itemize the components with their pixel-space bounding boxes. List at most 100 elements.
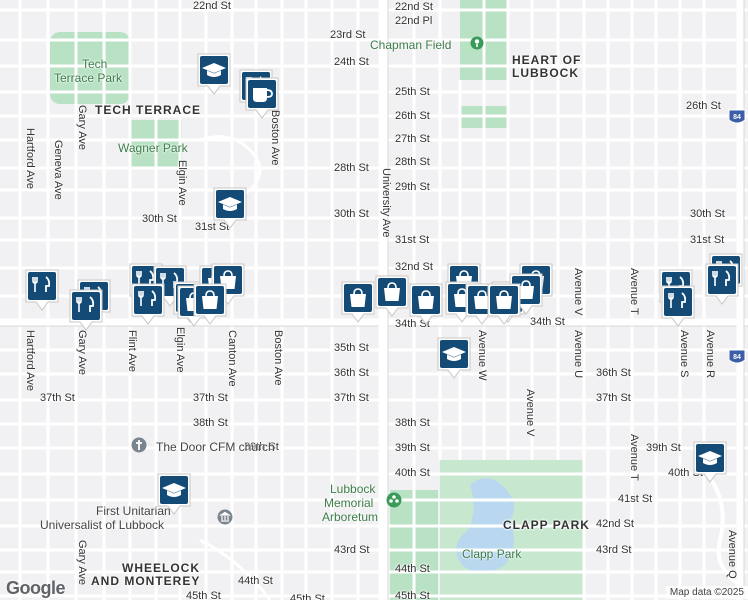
school-icon	[437, 337, 471, 379]
street-label: 37th St	[193, 392, 228, 404]
street-label-vertical: Elgin Ave	[176, 160, 188, 206]
arboretum-marker[interactable]	[386, 492, 402, 508]
street-label: 39th St	[395, 442, 430, 454]
street-label: 31st St	[690, 234, 725, 246]
shopping-pin[interactable]	[340, 280, 376, 324]
neighborhood-label: AND MONTEREY	[91, 574, 201, 588]
shopping-icon	[341, 281, 375, 323]
street-label: 37th St	[40, 392, 75, 404]
street-label-vertical: Hartford Ave	[24, 128, 36, 189]
street-label-vertical: University Ave	[380, 168, 392, 238]
neighborhood-label: TECH TERRACE	[95, 103, 202, 117]
restaurant-pin[interactable]	[704, 262, 740, 306]
street-label-vertical: Canton Ave	[226, 330, 238, 387]
street-label: 30th St	[334, 208, 369, 220]
street-label: 30th St	[690, 208, 725, 220]
park-label: Chapman Field	[370, 38, 452, 52]
chapman-field-marker[interactable]	[470, 36, 484, 50]
park-label: Terrace Park	[54, 71, 123, 85]
school-pin[interactable]	[156, 472, 192, 516]
southwest-curve	[199, 538, 272, 600]
svg-text:84: 84	[733, 354, 741, 361]
neighborhood-label: WHEELOCK	[122, 561, 200, 575]
street-label: 45th St	[186, 590, 221, 600]
street-label-vertical: Flint Ave	[126, 330, 138, 372]
street-label: 26th St	[686, 100, 721, 112]
museum-icon[interactable]	[217, 509, 233, 525]
street-label: 29th St	[395, 181, 430, 193]
street-label: 31st St	[195, 221, 230, 233]
street-label: 23rd St	[330, 29, 366, 41]
cafe-pin[interactable]	[244, 76, 280, 120]
shopping-icon	[375, 275, 409, 317]
school-icon	[157, 473, 191, 515]
school-pin[interactable]	[436, 336, 472, 380]
restaurant-icon	[131, 283, 165, 325]
school-pin[interactable]	[196, 52, 232, 96]
highway-84-shield-north: 84	[728, 109, 746, 124]
restaurant-pin[interactable]	[660, 284, 696, 328]
street-label-vertical: Avenue W	[476, 330, 488, 381]
street-label: 40th St	[395, 467, 430, 479]
neighborhood-label: HEART OF	[512, 53, 582, 67]
street-label-vertical: Avenue U	[572, 330, 584, 379]
school-icon	[693, 441, 727, 483]
street-label: 39th St	[646, 442, 681, 454]
restaurant-pin[interactable]	[68, 288, 104, 332]
restaurant-pin[interactable]	[130, 282, 166, 326]
poi-label: First Unitarian	[96, 504, 171, 518]
street-label: 35th St	[334, 342, 369, 354]
street-label: 22nd St	[395, 1, 433, 13]
street-label: 30th St	[142, 213, 177, 225]
street-label: 45th St	[395, 590, 430, 600]
street-label: 22nd St	[193, 0, 231, 12]
street-label: 43rd St	[596, 544, 632, 556]
street-label: 43rd St	[334, 544, 370, 556]
street-label-vertical: Gary Ave	[76, 330, 88, 376]
shopping-icon	[409, 283, 443, 325]
restaurant-icon	[705, 263, 739, 305]
school-icon	[197, 53, 231, 95]
school-icon	[213, 187, 247, 229]
school-pin[interactable]	[212, 186, 248, 230]
park-label: Arboretum	[322, 510, 379, 524]
shopping-pin[interactable]	[192, 282, 228, 326]
street-label-vertical: Avenue Q	[726, 530, 738, 579]
tech-terrace-park-area	[50, 32, 130, 104]
street-label: 26th St	[395, 110, 430, 122]
restaurant-icon	[25, 269, 59, 311]
street-label-vertical: Gary Ave	[76, 105, 88, 151]
street-label: 25th St	[395, 86, 430, 98]
street-label: 37th St	[334, 392, 369, 404]
street-label: 28th St	[395, 156, 430, 168]
street-label: 34th St	[395, 318, 430, 330]
southeast-curve	[702, 468, 748, 592]
street-label-vertical: Avenue V	[524, 389, 536, 437]
school-pin[interactable]	[692, 440, 728, 484]
street-label: 28th St	[334, 162, 369, 174]
street-label: 44th St	[395, 563, 430, 575]
google-logo: Google	[6, 578, 66, 598]
street-label-vertical: Geneva Ave	[52, 140, 64, 200]
shopping-pin[interactable]	[408, 282, 444, 326]
park-label: Memorial	[324, 496, 374, 510]
street-label-vertical: Gary Ave	[76, 540, 88, 586]
street-label: 41st St	[618, 493, 653, 505]
map-attribution[interactable]: Map data ©2025	[665, 586, 748, 599]
street-label: 45th St	[290, 593, 325, 600]
restaurant-pin[interactable]	[24, 268, 60, 312]
street-label-vertical: Avenue T	[628, 434, 640, 481]
church-icon[interactable]	[131, 437, 147, 453]
park-label: Wagner Park	[118, 141, 188, 155]
cafe-icon	[245, 77, 279, 119]
shopping-pin[interactable]	[486, 282, 522, 326]
street-label-vertical: Avenue R	[704, 330, 716, 379]
highway-84-shield-south: 84	[728, 349, 746, 364]
street-label-vertical: Hartford Ave	[24, 330, 36, 391]
shopping-pin[interactable]	[374, 274, 410, 318]
street-label: 38th St	[193, 417, 228, 429]
street-label-vertical: Elgin Ave	[174, 327, 186, 373]
shopping-icon	[193, 283, 227, 325]
